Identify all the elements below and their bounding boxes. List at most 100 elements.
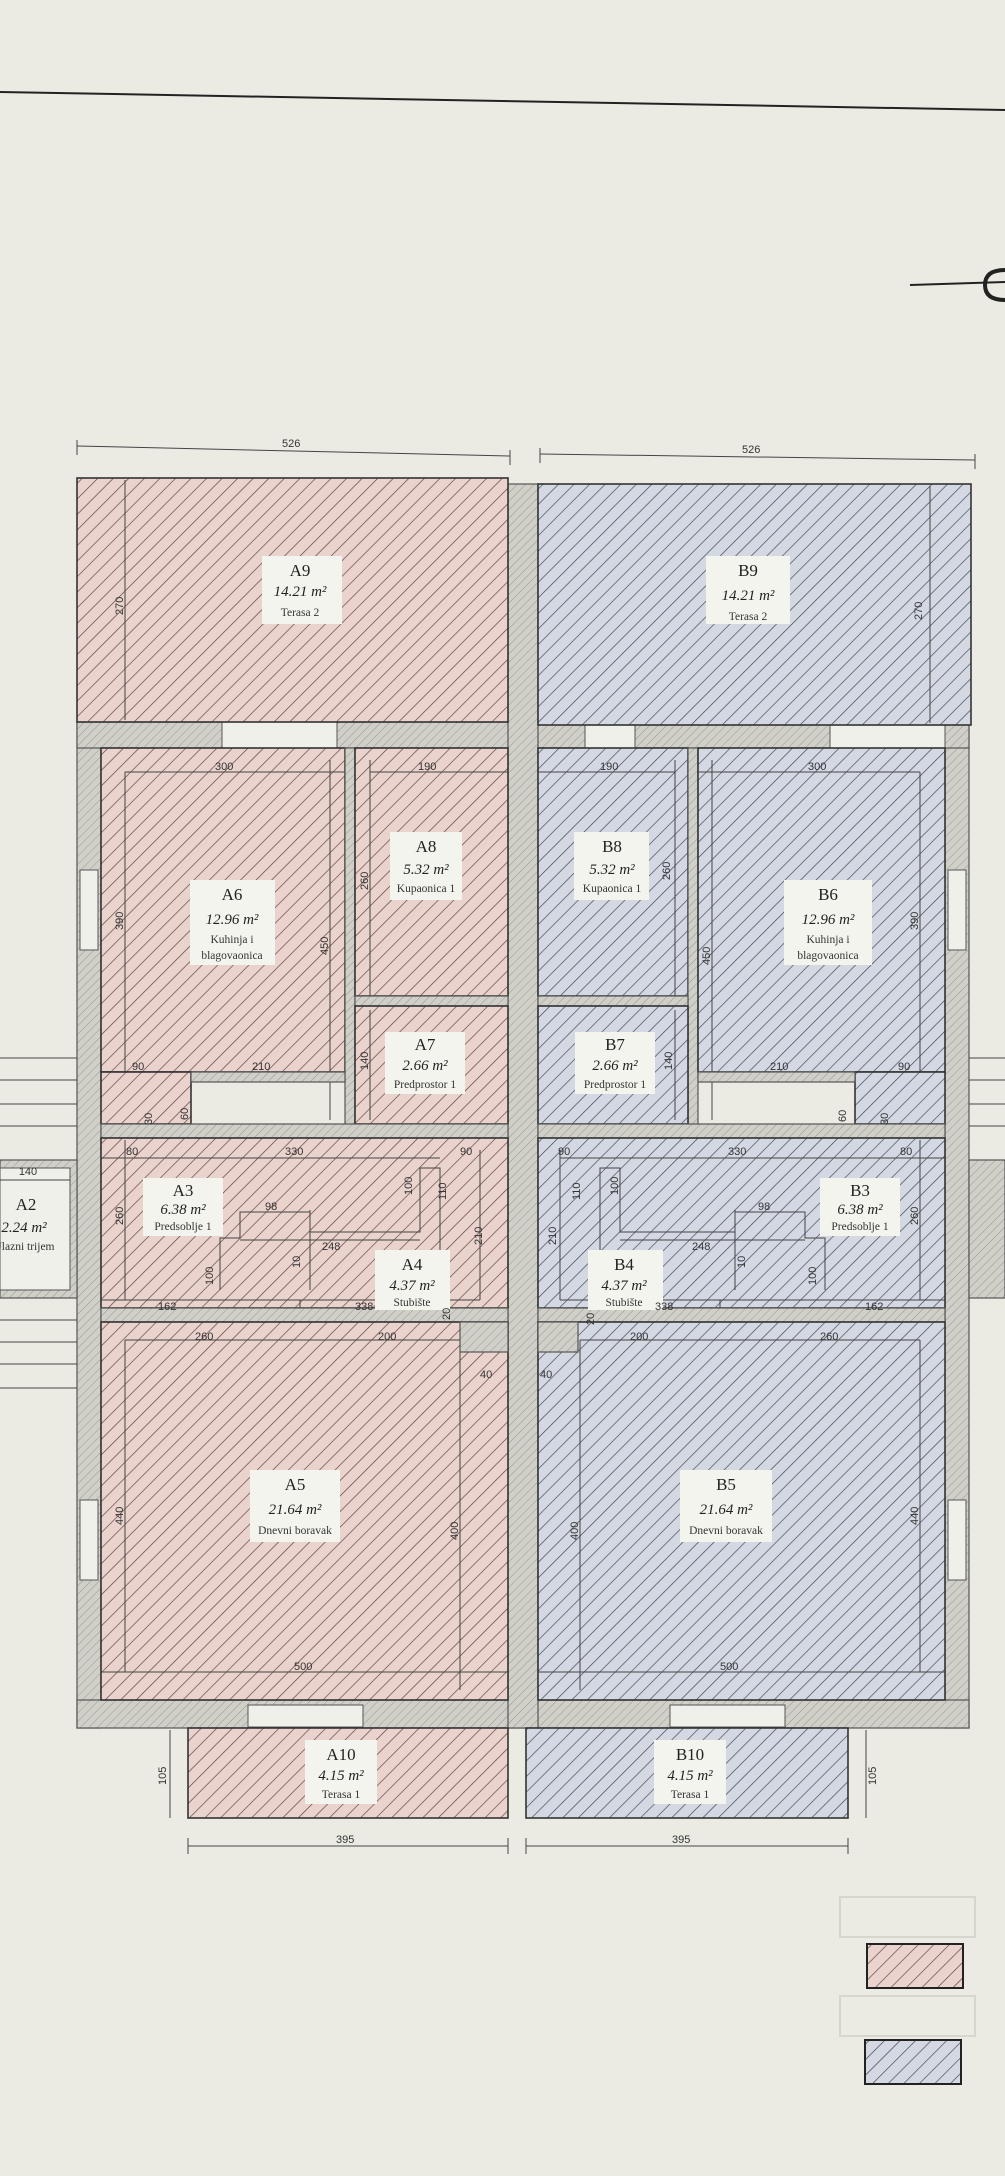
room-name: Dnevni boravak — [689, 1525, 763, 1537]
label-a10: A10 4.15 m² Terasa 1 — [318, 1745, 364, 1801]
label-a8: A8 5.32 m² Kupaonica 1 — [397, 837, 456, 895]
label-bg — [305, 1740, 377, 1804]
label-bg — [820, 1178, 900, 1236]
dim-label: 40 — [480, 1369, 492, 1381]
room-area: 4.37 m² — [389, 1278, 435, 1294]
room-id: B7 — [605, 1035, 625, 1054]
dim-label: 270 — [913, 602, 925, 620]
window — [947, 1499, 967, 1581]
center-party-wall — [507, 483, 539, 1729]
inner-wall — [537, 1321, 579, 1353]
label-bg — [706, 556, 790, 624]
label-bg — [375, 1250, 450, 1310]
inner-wall — [537, 995, 689, 1007]
dim-label: 338 — [355, 1301, 373, 1313]
room-name-line2: blagovaonica — [797, 950, 858, 962]
sheet-border-line — [0, 91, 1005, 111]
room-area: 2.66 m² — [402, 1058, 448, 1074]
dim-label: 260 — [820, 1331, 838, 1343]
room-area: 2.24 m² — [1, 1220, 47, 1236]
dim-label: 338 — [655, 1301, 673, 1313]
label-a9: A9 14.21 m² Terasa 2 — [274, 561, 327, 619]
dim-label: 395 — [336, 1834, 354, 1846]
dim-label: 440 — [114, 1507, 126, 1525]
dim-label: 10 — [736, 1256, 748, 1268]
label-bg — [385, 1032, 465, 1094]
dim-label: 210 — [547, 1227, 559, 1245]
dim-label: 500 — [294, 1661, 312, 1673]
label-b6: B6 12.96 m² Kuhinja i blagovaonica — [797, 885, 858, 962]
room-id: A9 — [290, 561, 311, 580]
room-id: A5 — [285, 1475, 306, 1494]
dim-label: 162 — [158, 1301, 176, 1313]
inner-wall — [100, 1123, 509, 1139]
dim-label: 40 — [540, 1369, 552, 1381]
label-bg — [390, 832, 462, 900]
dim-label: 110 — [571, 1182, 583, 1200]
dim-label: 260 — [195, 1331, 213, 1343]
window — [79, 1499, 99, 1581]
label-b10: B10 4.15 m² Terasa 1 — [667, 1745, 713, 1801]
room-name: Predprostor 1 — [584, 1079, 647, 1091]
room-id: B4 — [614, 1255, 634, 1274]
room-id: A7 — [415, 1035, 436, 1054]
dim-label: 90 — [460, 1146, 472, 1158]
inner-wall — [537, 1123, 946, 1139]
dim-label: 190 — [418, 761, 436, 773]
dim-label: 190 — [600, 761, 618, 773]
dim-label: 105 — [157, 1767, 169, 1785]
label-bg — [654, 1740, 726, 1804]
dim-label: 100 — [807, 1267, 819, 1285]
dim-label: 330 — [285, 1146, 303, 1158]
dim-label: 30 — [879, 1113, 891, 1125]
label-b8: B8 5.32 m² Kupaonica 1 — [583, 837, 642, 895]
room-b6-step — [854, 1071, 946, 1125]
dim-label: 210 — [252, 1061, 270, 1073]
label-bg — [680, 1470, 772, 1542]
label-bg — [574, 832, 649, 900]
room-a6-step — [100, 1071, 192, 1125]
dim-label: 60 — [179, 1108, 191, 1120]
room-id: A2 — [16, 1195, 37, 1214]
dim-label: 248 — [322, 1241, 340, 1253]
dim-label: 390 — [114, 912, 126, 930]
room-name: Terasa 2 — [729, 611, 768, 623]
window — [829, 724, 946, 749]
dim-label: 260 — [114, 1207, 126, 1225]
dim-label: 526 — [742, 444, 760, 456]
room-name: Stubište — [605, 1297, 642, 1309]
dim-label: 248 — [692, 1241, 710, 1253]
dim-label: 10 — [291, 1256, 303, 1268]
dim-label: 140 — [19, 1166, 37, 1178]
room-name: Stubište — [393, 1297, 430, 1309]
sheet-mark-glyph — [982, 268, 1005, 302]
left-grid-lines — [0, 1057, 77, 1389]
dim-label: 450 — [319, 937, 331, 955]
room-id: B9 — [738, 561, 758, 580]
room-name: Kupaonica 1 — [397, 883, 456, 895]
inner-wall — [344, 747, 356, 1139]
sheet-mark-line — [909, 281, 1005, 286]
label-bg — [784, 880, 872, 965]
room-area: 14.21 m² — [722, 588, 775, 604]
inner-wall — [697, 1071, 856, 1083]
inner-wall — [687, 747, 699, 1139]
dim-label: 90 — [898, 1061, 910, 1073]
dim-label: 526 — [282, 438, 300, 450]
room-area: 6.38 m² — [160, 1202, 206, 1218]
inner-wall — [354, 995, 509, 1007]
dim-label: 270 — [114, 597, 126, 615]
label-b3: B3 6.38 m² Predsoblje 1 — [831, 1181, 888, 1233]
room-id: A8 — [416, 837, 437, 856]
dim-label: 100 — [403, 1177, 415, 1195]
room-id: B5 — [716, 1475, 736, 1494]
dim-top-left — [76, 440, 511, 465]
dim-label: 100 — [204, 1267, 216, 1285]
label-bg — [250, 1470, 340, 1542]
dim-label: 140 — [663, 1052, 675, 1070]
dim-label: 400 — [569, 1522, 581, 1540]
dim-label: 20 — [441, 1308, 453, 1320]
room-area: 12.96 m² — [206, 912, 259, 928]
dim-label: 100 — [609, 1177, 621, 1195]
